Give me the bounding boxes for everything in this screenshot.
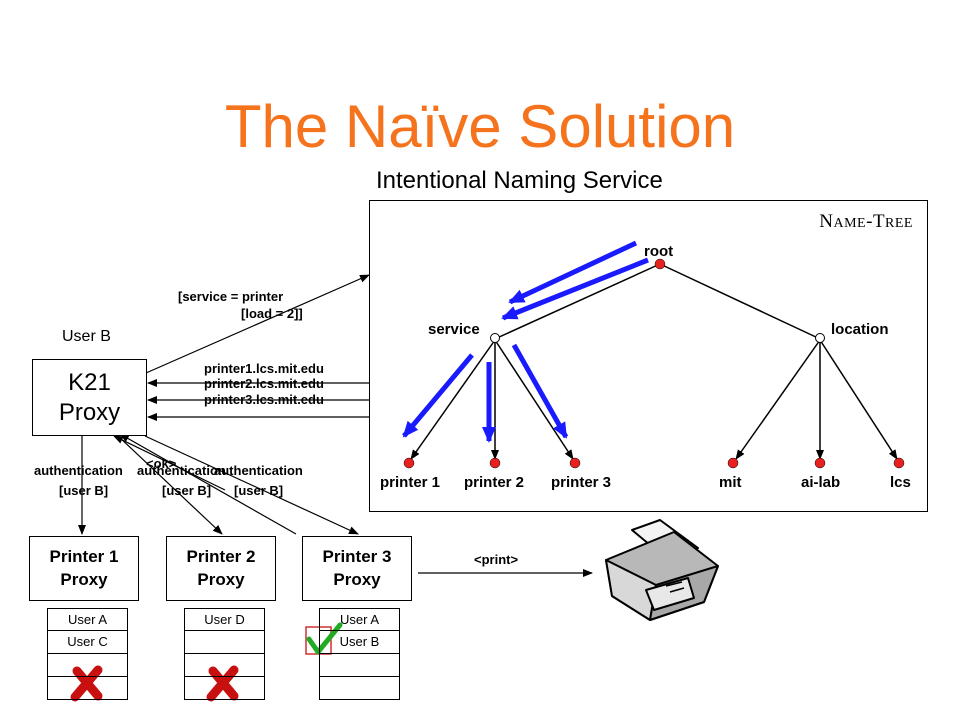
slide-title: The Naïve Solution	[224, 93, 736, 160]
service-title: Intentional Naming Service	[376, 167, 663, 194]
printer2-acl-table: User D	[184, 608, 265, 700]
leaf-nodes	[403, 457, 905, 469]
name-tree-label: NAME-TREE	[819, 211, 913, 232]
printer2-proxy-subtitle: Proxy	[197, 569, 245, 589]
deny-icon-printer1	[70, 665, 103, 702]
lookup-arrows	[402, 240, 649, 443]
ok-label: <ok>	[146, 456, 177, 471]
printer3-proxy-box: Printer 3 Proxy	[302, 536, 412, 601]
edge-location-lcs	[819, 339, 898, 460]
printer2-proxy-box: Printer 2 Proxy	[166, 536, 276, 601]
acl-row	[47, 654, 128, 677]
leaf-printer2-node	[489, 457, 501, 469]
printer2-proxy-title: Printer 2	[186, 546, 256, 566]
k21-label: K21	[68, 368, 111, 396]
reply-label-1: printer1.lcs.mit.edu	[204, 361, 324, 376]
check-icon	[305, 622, 343, 655]
leaf-label-mit: mit	[719, 474, 742, 491]
leaf-label-printer3: printer 3	[551, 474, 612, 491]
printer1-acl-table: User A User C	[47, 608, 128, 700]
location-node	[815, 333, 825, 343]
tree-edges	[410, 263, 898, 460]
reply-label-3: printer3.lcs.mit.edu	[204, 392, 324, 407]
leaf-label-lcs: lcs	[890, 474, 911, 491]
ok-arrow	[113, 435, 226, 491]
acl-row: User C	[47, 631, 128, 654]
auth-user-label-2: [user B]	[162, 483, 212, 498]
acl-row	[184, 654, 265, 677]
leaf-label-printer2: printer 2	[464, 474, 525, 491]
node-label-service: service	[428, 321, 480, 338]
acl-row	[47, 677, 128, 700]
reply-label-2: printer2.lcs.mit.edu	[204, 376, 324, 391]
node-label-root: root	[644, 243, 674, 260]
auth-user-label-1: [user B]	[59, 483, 109, 498]
auth-label-1: authentication	[34, 463, 123, 478]
acl-row	[319, 654, 400, 677]
auth-label-3: authentication	[214, 463, 303, 478]
name-tree-panel: NAME-TREE	[369, 200, 928, 512]
printer3-acl-table: User A User B	[319, 608, 400, 700]
acl-row	[184, 631, 265, 654]
return-arrow-printer3	[119, 433, 297, 535]
root-node	[654, 258, 666, 270]
auth-user-label-3: [user B]	[234, 483, 284, 498]
lookup-arrow-printer1	[402, 353, 474, 438]
edge-service-printer3	[494, 339, 574, 460]
leaf-label-ailab: ai-lab	[801, 474, 841, 491]
query-label-1: [service = printer	[178, 289, 284, 304]
edge-location-mit	[735, 339, 821, 460]
leaf-ailab-node	[814, 457, 826, 469]
auth-label-2: authentication	[137, 463, 226, 478]
service-node	[490, 333, 500, 343]
k21-proxy-box: K21 Proxy	[32, 359, 147, 436]
k21-proxy-label: Proxy	[58, 398, 121, 426]
user-b-label: User B	[62, 328, 111, 345]
acl-row: User B	[319, 631, 400, 654]
leaf-printer3-node	[569, 457, 581, 469]
acl-row: User D	[184, 608, 265, 631]
edge-service-printer1	[410, 339, 496, 460]
lookup-arrow-root-a	[508, 240, 638, 305]
acl-row	[319, 677, 400, 700]
acl-row: User A	[47, 608, 128, 631]
lookup-arrow-printer3	[511, 343, 569, 439]
node-label-location: location	[831, 321, 889, 338]
printer1-proxy-title: Printer 1	[49, 546, 119, 566]
auth-arrow-printer3	[144, 435, 359, 535]
printer1-proxy-box: Printer 1 Proxy	[29, 536, 139, 601]
message-arrows	[78, 274, 593, 577]
leaf-lcs-node	[893, 457, 905, 469]
printer1-proxy-subtitle: Proxy	[60, 569, 108, 589]
leaf-label-printer1: printer 1	[380, 474, 441, 491]
leaf-printer1-node	[403, 457, 415, 469]
leaf-mit-node	[727, 457, 739, 469]
query-arrow	[145, 274, 370, 374]
auth-arrow-printer2	[117, 435, 223, 535]
printer3-proxy-title: Printer 3	[322, 546, 392, 566]
print-label: <print>	[474, 552, 519, 567]
query-label-2: [load = 2]]	[241, 306, 303, 321]
lookup-arrow-root-b	[501, 257, 649, 321]
acl-row	[184, 677, 265, 700]
edge-root-service	[496, 263, 661, 339]
edge-root-location	[659, 263, 819, 339]
printer3-proxy-subtitle: Proxy	[333, 569, 381, 589]
acl-row: User A	[319, 608, 400, 631]
printer-icon	[605, 519, 719, 621]
deny-icon-printer2	[206, 665, 239, 702]
